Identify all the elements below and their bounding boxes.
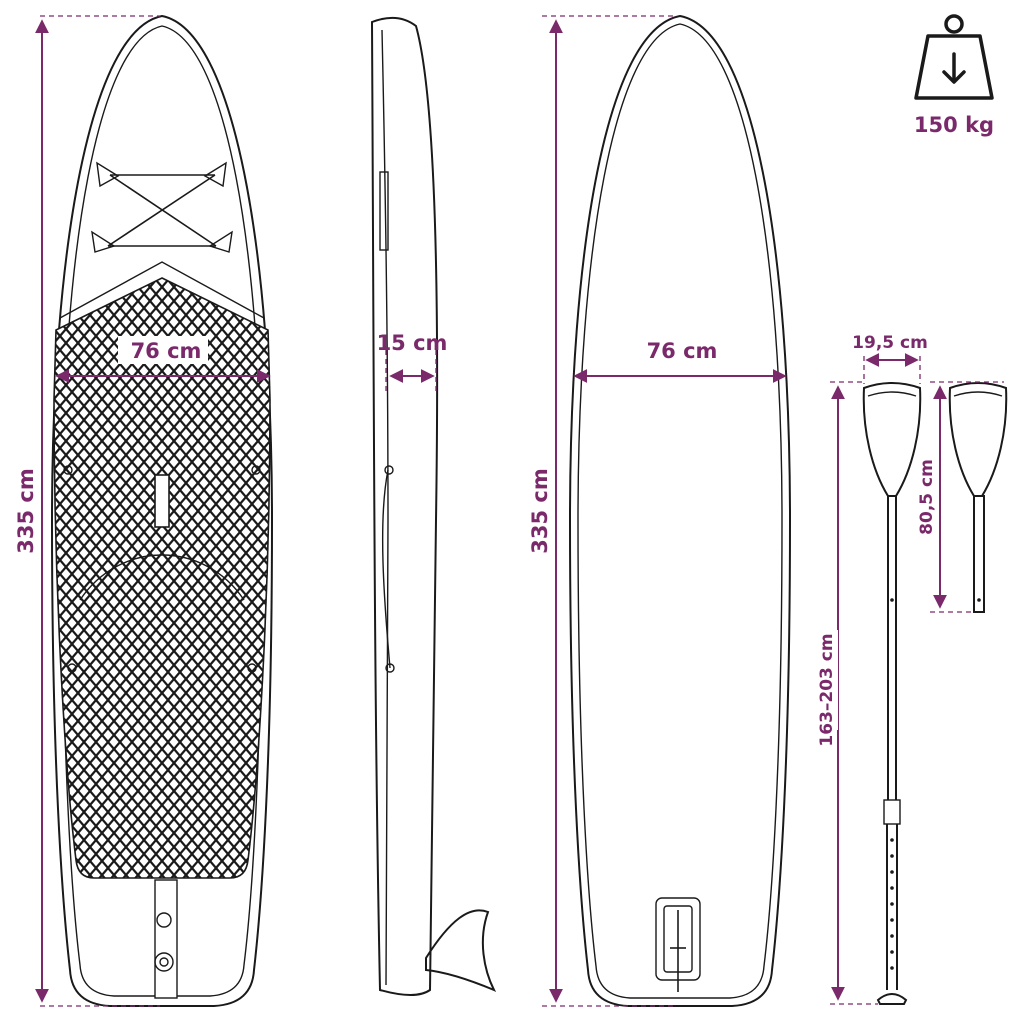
side-d-ring-2 (385, 663, 395, 673)
paddle-adjust-holes (890, 598, 894, 970)
board-top-view (50, 14, 274, 1007)
valve-core (159, 957, 169, 967)
top-length-label: 335 cm (14, 468, 38, 553)
paddle-blade (862, 382, 922, 497)
board-side-rail (381, 29, 389, 986)
board-bottom-inner-rail (577, 23, 783, 999)
paddle-t-grip (876, 993, 908, 1005)
side-d-ring-left-1 (63, 465, 73, 475)
bottom-width-label: 76 cm (647, 339, 718, 363)
valve-icon (154, 952, 174, 972)
side-d-ring-right-1 (251, 465, 261, 475)
board-bottom-view (568, 14, 792, 1007)
deck-pad (53, 277, 271, 879)
board-bottom-outline (568, 14, 792, 1007)
paddle-blade-2-hole (977, 598, 981, 602)
weight-icon (914, 14, 994, 100)
paddle-assembled (862, 382, 922, 1005)
paddle-blade-detached (948, 382, 1008, 613)
top-width-label-bg (118, 336, 208, 364)
paddle-length-label: 163–203 cm (817, 633, 837, 746)
side-handle (379, 171, 389, 251)
deck-pad-chevron (59, 261, 265, 319)
side-thickness-label: 15 cm (377, 331, 448, 355)
rear-leash-strip (154, 879, 178, 999)
board-side-outline (370, 16, 439, 996)
center-carry-handle[interactable] (154, 474, 170, 528)
bottom-length-label: 335 cm (528, 468, 552, 553)
paddle-blade-2-shaft (973, 495, 985, 613)
side-d-ring-left-2 (67, 663, 77, 673)
top-width-label: 76 cm (131, 339, 202, 363)
paddle-blade-2-rim (953, 391, 1003, 397)
paddle-blade-2 (948, 382, 1008, 497)
side-d-ring-right-2 (247, 663, 257, 673)
paddle-blade-rim (867, 391, 917, 397)
board-bottom-dimensions: 335 cm 76 cm (528, 15, 787, 1007)
max-load-label: 150 kg (914, 113, 994, 137)
board-side-view (370, 16, 497, 996)
max-load: 150 kg (914, 14, 994, 137)
paddle-length-label-bg (816, 630, 838, 730)
side-bungee (381, 469, 391, 669)
paddle-dimensions: 19,5 cm 80,5 cm 163–203 cm (816, 333, 1004, 1005)
blade-length-label: 80,5 cm (917, 459, 937, 535)
leash-d-ring (156, 912, 172, 928)
deck-pad-arc (79, 554, 245, 601)
board-side-dimensions: 15 cm (377, 331, 448, 392)
bungee-cords (91, 161, 233, 253)
fin-icon (425, 909, 497, 992)
paddle-clamp[interactable] (883, 799, 901, 825)
side-d-ring-1 (384, 465, 394, 475)
blade-width-label: 19,5 cm (852, 333, 928, 353)
board-top-dimensions: 335 cm 76 cm (14, 15, 271, 1007)
